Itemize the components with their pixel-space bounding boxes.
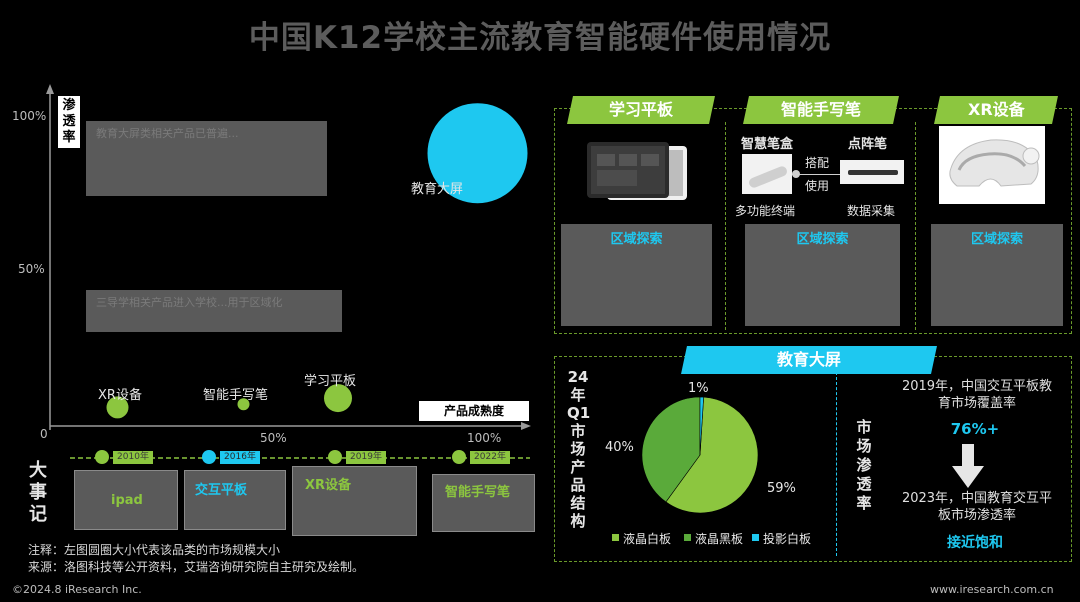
bubble-label-tablet: 学习平板 [304,374,357,389]
pen-item1-caption: 多功能终端 [735,204,796,218]
y-axis-arrow [46,84,54,94]
bubble-big-screen [427,103,528,204]
top-note-box: 教育大屏类相关产品已普遍... [86,121,327,196]
tag-tablet: 学习平板 [567,96,715,124]
y-tick-100: 100% [12,109,47,123]
x-axis-arrow [521,422,531,430]
x-axis-label: 产品成熟度 [419,401,529,421]
explore-title-xr: 区域探索 [970,232,1023,247]
mid-note-box: 三导学相关产品进入学校...用于区域化 [86,290,342,332]
legend-blackboard: 液晶黑板 [695,532,744,546]
big-screen-divider [836,372,837,556]
timeline-dot-2019 [328,450,342,464]
footer-copyright: ©2024.8 iResearch Inc. [12,583,142,596]
mid-note-text: 三导学相关产品进入学校...用于区域化 [96,296,283,309]
pen-item2-label: 点阵笔 [848,137,888,152]
bubble-pen [237,398,250,411]
legend-swatch-blackboard [684,534,691,541]
tablet-image [587,142,687,200]
bubble-tablet [324,384,352,413]
event-title-ipad: ipad [111,493,143,508]
top-note-text: 教育大屏类相关产品已普遍... [96,127,239,140]
tag-big-screen-text: 教育大屏 [776,350,841,369]
xr-headset-image [939,126,1045,204]
tag-pen-text: 智能手写笔 [780,100,861,119]
event-title-pen: 智能手写笔 [445,485,511,500]
legend-swatch-projector [752,534,759,541]
bubble-label-pen: 智能手写笔 [203,388,269,403]
event-box-interactive-panel: 交互平板 [184,470,286,530]
chart-note: 注释：左图圆圈大小代表该品类的市场规模大小 [28,543,281,557]
bubble-chart-svg [46,84,531,430]
pen-connector-line [792,174,840,175]
footer-url: www.iresearch.com.cn [930,583,1054,596]
chart-source: 来源：洛图科技等公开资料，艾瑞咨询研究院自主研究及绘制。 [28,560,365,574]
pie-slice-projector [699,396,704,456]
explore-box-pen: 区域探索 [745,224,900,326]
timeline-dot-2016 [202,450,216,464]
event-box-ipad: ipad [74,470,178,530]
pen-item1-label: 智慧笔盒 [741,137,794,152]
y-axis-label: 渗透率 [58,96,80,148]
pie-chart-svg [641,396,759,514]
bubble-xr [106,396,129,419]
legend-whiteboard: 液晶白板 [623,532,672,546]
tag-xr: XR设备 [934,96,1058,124]
x-tick-100: 100% [467,431,502,445]
pie-label-lcd-blackboard: 40% [605,440,634,455]
event-box-xr: XR设备 [292,466,417,536]
timeline-year-2019: 2019年 [346,451,386,464]
tag-pen: 智能手写笔 [743,96,899,124]
stat1-value: 76%+ [950,420,1000,438]
timeline-year-2022: 2022年 [470,451,510,464]
pen-item2-caption: 数据采集 [847,204,896,218]
stat1-text: 2019年，中国交互平板教育市场覆盖率 [901,379,1053,411]
page-title: 中国K12学校主流教育智能硬件使用情况 [248,20,832,56]
stat2-text: 2023年，中国教育交互平板市场渗透率 [901,491,1053,523]
pen-connector-dot [792,170,800,178]
timeline-year-2010: 2010年 [113,451,153,464]
explore-title-tablet: 区域探索 [610,232,663,247]
products-divider-1 [725,122,726,330]
timeline-year-2016: 2016年 [220,451,260,464]
tag-xr-text: XR设备 [967,100,1025,119]
x-tick-50: 50% [260,431,287,445]
pen-connector-text-2: 使用 [805,179,830,193]
penetration-side-label: 市场渗透率 [856,418,872,512]
down-arrow-icon [952,444,984,488]
event-title-xr: XR设备 [305,478,352,493]
tag-tablet-text: 学习平板 [608,100,673,119]
pen-connector-text-1: 搭配 [805,156,830,170]
y-tick-0: 0 [40,427,48,441]
y-tick-50: 50% [18,262,45,276]
legend-swatch-whiteboard [612,534,619,541]
explore-box-tablet: 区域探索 [561,224,712,326]
timeline-dot-2010 [95,450,109,464]
pie-slice-lcd-blackboard [641,396,701,503]
products-divider-2 [915,122,916,330]
pie-slice-lcd-whiteboard [665,396,759,514]
bubble-label-xr: XR设备 [98,388,142,403]
tag-big-screen: 教育大屏 [681,346,937,374]
event-box-pen: 智能手写笔 [432,474,535,532]
bubble-label-big-screen: 教育大屏 [411,182,464,197]
timeline-side-label: 大事记 [29,460,47,525]
legend-projector: 投影白板 [763,532,812,546]
pie-label-projector: 1% [688,381,709,396]
timeline-dot-2022 [452,450,466,464]
bubble-chart [0,80,545,450]
explore-title-pen: 区域探索 [796,232,849,247]
explore-box-xr: 区域探索 [931,224,1063,326]
stat2-value: 接近饱和 [947,535,1003,551]
pie-label-lcd-whiteboard: 59% [767,481,796,496]
dot-pen-image [840,160,904,184]
smart-pen-box-image [742,154,792,194]
event-title-interactive-panel: 交互平板 [195,483,248,498]
